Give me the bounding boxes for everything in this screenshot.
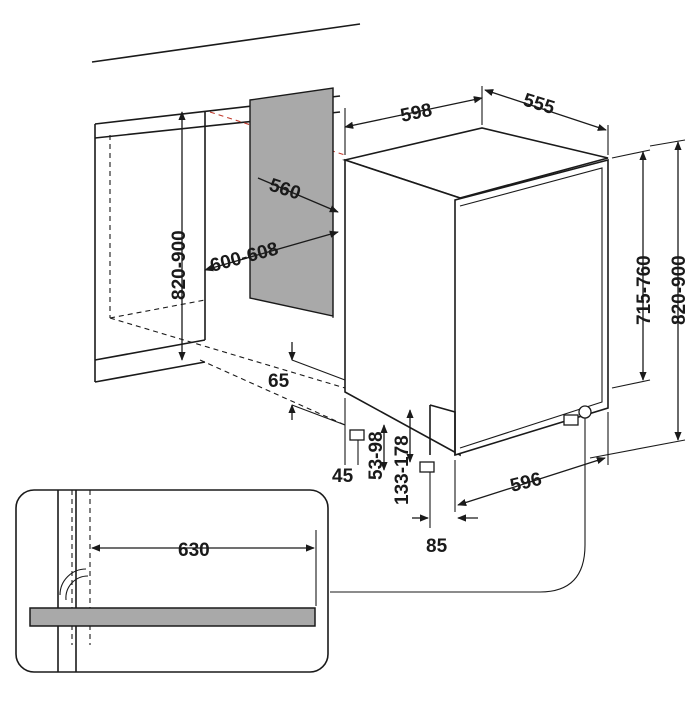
label-820-900-right: 820-900 [669,255,690,325]
dim-toe-kick: 85 [412,472,478,557]
dishwasher-feet [349,405,592,473]
label-45: 45 [332,466,354,487]
label-598: 598 [399,100,434,127]
dim-overall-height: 820-900 [589,139,690,459]
detail-leader [330,418,586,593]
dim-plinth-height: 53-98 [366,424,388,480]
label-596: 596 [508,469,544,497]
dim-foot-offset: 45 [332,398,359,487]
label-555: 555 [521,90,558,119]
dim-plinth-gap: 65 [268,342,346,426]
detail-box: 630 [15,489,329,673]
dim-niche-height: 820-900 [169,111,190,361]
label-715-760: 715-760 [634,255,655,325]
dim-appliance-height: 715-760 [611,149,655,389]
label-53-98: 53-98 [366,431,387,480]
dim-adjust-range: 133-178 [392,409,414,505]
left-cabinet [94,112,206,383]
dim-cabinet-width: 598 [344,86,483,155]
label-133-178: 133-178 [392,435,413,505]
label-630: 630 [178,540,210,561]
label-820-900-left: 820-900 [169,230,190,300]
label-65: 65 [268,371,290,392]
dishwasher-body [342,127,609,457]
label-85: 85 [426,536,448,557]
